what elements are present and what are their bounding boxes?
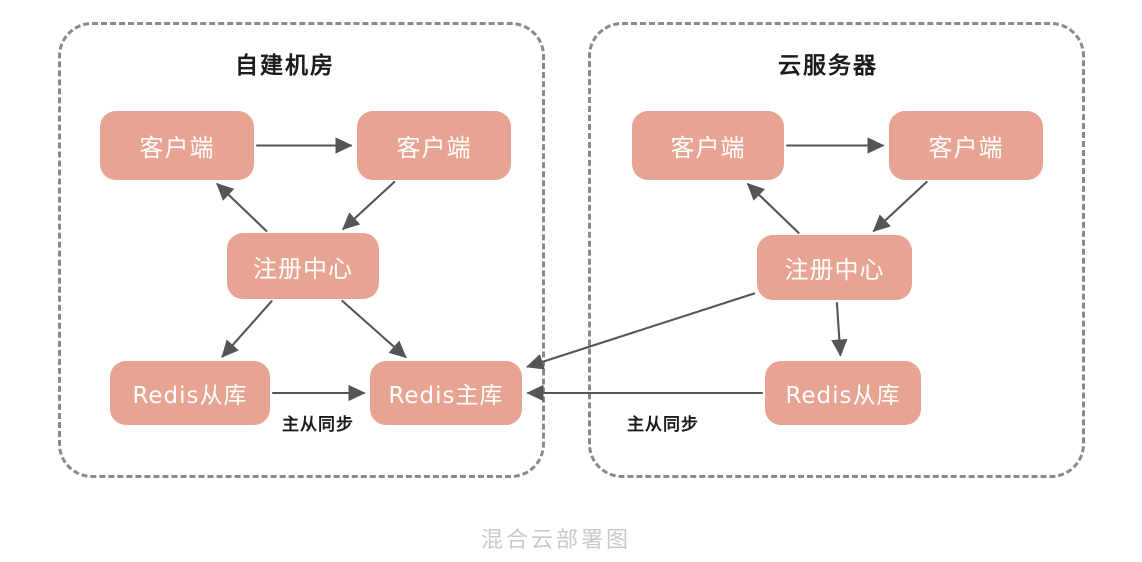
edge-e2 [216, 182, 268, 232]
zone-onprem-title: 自建机房 [235, 53, 335, 79]
zone-onprem [58, 22, 545, 478]
diagram-caption: 混合云部署图 [480, 528, 632, 553]
zone-cloud [588, 22, 1085, 478]
node-onprem-client-2[interactable]: 客户端 [357, 111, 511, 180]
edge-e3 [342, 180, 396, 231]
node-onprem-registry[interactable]: 注册中心 [227, 233, 379, 299]
edge-e8 [746, 183, 800, 234]
node-onprem-redis-master[interactable]: Redis主库 [370, 361, 522, 425]
edge-e11 [526, 292, 756, 370]
node-onprem-client-1[interactable]: 客户端 [100, 111, 254, 180]
edge-label-cloud-sync: 主从同步 [627, 415, 699, 435]
edge-e10 [831, 301, 848, 357]
node-cloud-redis-slave[interactable]: Redis从库 [765, 361, 921, 425]
edge-e5 [341, 299, 407, 359]
edge-e4 [221, 300, 273, 358]
edge-e9 [872, 180, 928, 233]
zone-cloud-title: 云服务器 [778, 53, 878, 79]
node-cloud-client-1[interactable]: 客户端 [632, 111, 784, 180]
node-onprem-redis-slave[interactable]: Redis从库 [110, 361, 270, 425]
edge-label-onprem-sync: 主从同步 [282, 415, 354, 435]
node-cloud-registry[interactable]: 注册中心 [757, 235, 912, 300]
node-cloud-client-2[interactable]: 客户端 [889, 111, 1043, 180]
